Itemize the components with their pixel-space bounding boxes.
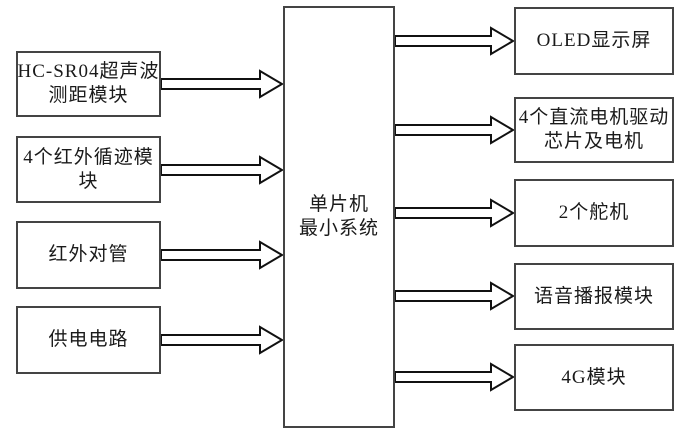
module-label: 4个红外循迹模 [23,146,154,168]
module-label: 测距模块 [48,85,129,106]
module-box-ir-pair: 红外对管 [16,221,161,289]
module-label: 供电电路 [48,329,129,350]
module-box-mcu-minimum-system: 单片机 最小系统 [283,6,395,428]
module-label: 块 [78,170,99,192]
module-box-servos: 2个舵机 [514,179,674,247]
arrow-mcu-to-servos [394,198,515,228]
module-label: 红外对管 [48,244,129,265]
module-label: 单片机 [308,194,369,215]
module-box-oled-display: OLED显示屏 [514,7,674,75]
arrow-mcu-to-motor-driver [394,115,515,145]
arrow-mcu-to-4g [394,362,515,392]
module-label: HC-SR04超声波 [17,61,160,82]
arrow-mcu-to-oled [394,26,515,56]
module-box-ultrasonic: HC-SR04超声波 测距模块 [16,51,161,117]
module-label: OLED显示屏 [536,30,652,51]
module-box-4g: 4G模块 [514,344,674,411]
arrow-power-to-mcu [160,325,284,355]
module-label: 4G模块 [561,366,627,388]
arrow-irpair-to-mcu [160,240,284,270]
module-box-power-supply: 供电电路 [16,306,161,374]
module-box-dc-motor-driver: 4个直流电机驱动 芯片及电机 [514,97,674,163]
module-label: 2个舵机 [558,202,630,223]
module-box-ir-tracking: 4个红外循迹模 块 [16,136,161,203]
module-box-voice-broadcast: 语音播报模块 [514,263,674,330]
module-label: 芯片及电机 [543,131,644,152]
arrow-ultrasonic-to-mcu [160,69,284,99]
module-label: 最小系统 [298,218,379,239]
module-label: 语音播报模块 [533,285,654,307]
module-label: 4个直流电机驱动 [518,107,670,128]
arrow-tracking-to-mcu [160,155,284,185]
arrow-mcu-to-voice [394,281,515,311]
